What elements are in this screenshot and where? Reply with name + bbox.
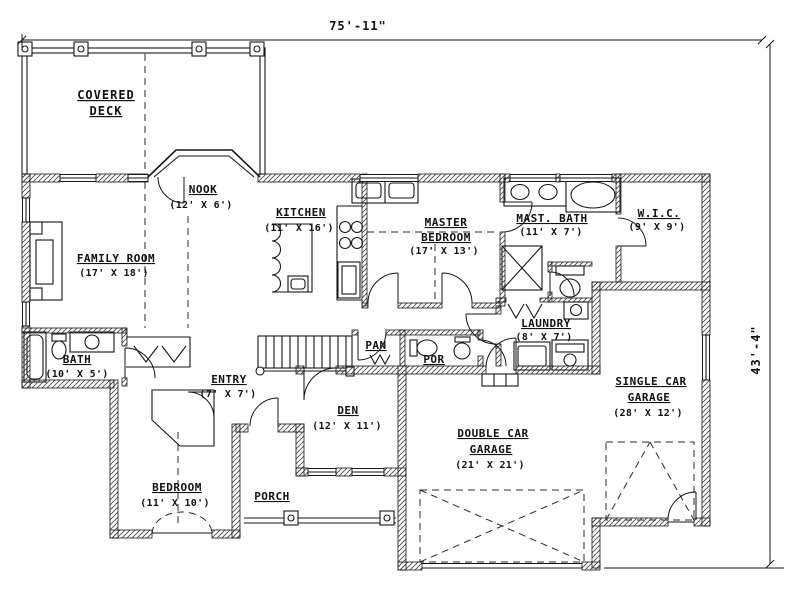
- hall-closet-bifold-doors: [126, 336, 191, 368]
- room-label-bath: BATH: [63, 353, 92, 366]
- room-size-master-bedroom: (17' X 13'): [409, 246, 479, 257]
- room-label-covered-deck-2: DECK: [90, 104, 123, 118]
- room-size-wic: (9' X 9'): [629, 222, 686, 233]
- doors: [124, 176, 697, 521]
- room-label-bedroom: BEDROOM: [152, 481, 202, 494]
- room-size-den: (12' X 11'): [312, 421, 382, 432]
- room-size-nook: (12' X 6'): [169, 200, 232, 211]
- room-label-wic: W.I.C.: [638, 207, 681, 220]
- covered-deck-structure: [17, 41, 266, 175]
- room-label-laundry: LAUNDRY: [521, 317, 571, 330]
- room-label-covered-deck-1: COVERED: [77, 88, 135, 102]
- room-label-den: DEN: [337, 404, 358, 417]
- room-label-kitchen: KITCHEN: [276, 206, 326, 219]
- garage-utility-platform: [481, 373, 519, 387]
- walls-interior: [21, 173, 622, 387]
- room-size-double-garage: (21' X 21'): [455, 460, 525, 471]
- room-label-double-garage-1: DOUBLE CAR: [457, 427, 528, 440]
- room-size-kitchen: (11' X 16'): [264, 223, 334, 234]
- fireplace: [29, 221, 63, 301]
- room-size-laundry: (8' X 7'): [516, 332, 573, 343]
- room-label-master-bedroom-1: MASTER: [425, 216, 468, 229]
- dimension-lines: 75'-11" 43'-4": [17, 19, 784, 569]
- room-label-powder-room: POR: [423, 353, 444, 366]
- porch-edge: [244, 510, 396, 526]
- room-label-pantry: PAN: [365, 339, 386, 352]
- room-label-master-bedroom-2: BEDROOM: [421, 231, 471, 244]
- room-label-porch: PORCH: [254, 490, 290, 503]
- deck-posts: [17, 41, 265, 57]
- room-label-double-garage-2: GARAGE: [470, 443, 513, 456]
- overall-width-dimension: 75'-11": [329, 19, 387, 33]
- overall-height-dimension: 43'-4": [749, 325, 763, 374]
- room-size-entry: (7' X 7'): [200, 389, 257, 400]
- nook-bay-window: [147, 149, 261, 178]
- entry-closet: [151, 389, 215, 447]
- pantry-shelf-mark: [369, 353, 391, 366]
- tub: [570, 181, 616, 209]
- room-label-single-garage-2: GARAGE: [628, 391, 671, 404]
- room-size-bedroom: (11' X 10'): [140, 498, 210, 509]
- room-size-master-bath: (11' X 7'): [519, 227, 582, 238]
- toilet: [51, 333, 67, 342]
- toilet: [409, 339, 418, 357]
- room-label-entry: ENTRY: [211, 373, 247, 386]
- room-label-master-bath: MAST. BATH: [516, 212, 587, 225]
- kitchen-island: [271, 223, 313, 293]
- garage-door-markings: [151, 441, 695, 563]
- kitchen-fixtures: [271, 178, 419, 301]
- bedroom-bay-window: [151, 511, 213, 535]
- laundry-fixtures: [507, 301, 589, 371]
- room-size-bath: (10' X 5'): [45, 369, 108, 380]
- room-label-nook: NOOK: [189, 183, 218, 196]
- room-label-family-room: FAMILY ROOM: [77, 252, 155, 265]
- room-labels: COVERED DECK NOOK (12' X 6') KITCHEN (11…: [45, 88, 686, 509]
- powder-room-fixtures: [409, 336, 471, 360]
- master-bath-fixtures: [501, 177, 621, 298]
- room-size-single-garage: (28' X 12'): [613, 408, 683, 419]
- dashed-centerlines: [144, 54, 498, 528]
- windows: [22, 174, 710, 523]
- room-size-family-room: (17' X 18'): [79, 268, 149, 279]
- room-label-single-garage-1: SINGLE CAR: [615, 375, 686, 388]
- sink: [453, 342, 471, 360]
